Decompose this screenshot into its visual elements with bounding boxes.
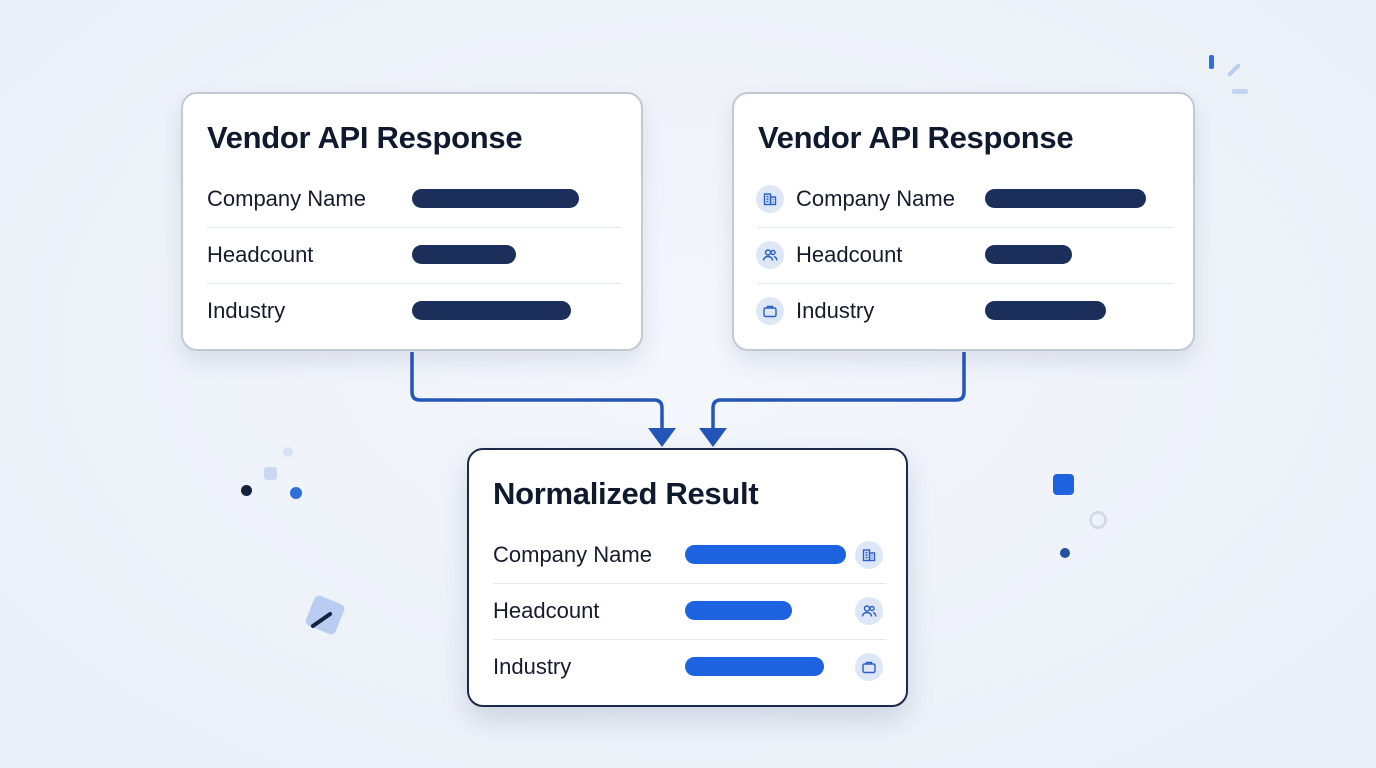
field-label: Industry xyxy=(796,298,875,323)
briefcase-icon xyxy=(855,653,883,681)
value-bar xyxy=(985,301,1106,320)
field-row-headcount: Headcount xyxy=(758,227,1172,284)
users-icon xyxy=(855,597,883,625)
value-bar xyxy=(412,301,571,320)
field-row-headcount: Headcount xyxy=(493,583,886,640)
decorative-shape xyxy=(1232,89,1248,94)
field-label: Industry xyxy=(207,298,286,323)
normalized-result-card: Normalized Result Company Name Headcount… xyxy=(467,448,908,707)
vendor-card-right: Vendor API Response Company Name Headcou… xyxy=(732,92,1195,351)
building-icon xyxy=(756,185,784,213)
arrowhead-left xyxy=(648,428,676,447)
field-label: Company Name xyxy=(796,186,955,211)
field-row-industry: Industry xyxy=(758,283,1172,339)
building-icon xyxy=(855,541,883,569)
connector-right xyxy=(711,352,966,432)
value-bar xyxy=(985,245,1072,264)
field-label: Company Name xyxy=(207,186,366,211)
value-bar xyxy=(685,657,824,676)
card-title: Normalized Result xyxy=(493,476,759,511)
users-icon xyxy=(756,241,784,269)
briefcase-icon xyxy=(756,297,784,325)
value-bar xyxy=(985,189,1146,208)
card-title: Vendor API Response xyxy=(758,120,1074,155)
decorative-shape xyxy=(264,467,277,480)
vendor-card-left: Vendor API Response Company Name Headcou… xyxy=(181,92,643,351)
field-row-industry: Industry xyxy=(493,639,886,695)
decorative-shape xyxy=(1060,548,1070,558)
field-row-headcount: Headcount xyxy=(207,227,621,284)
value-bar xyxy=(412,245,516,264)
field-label: Headcount xyxy=(207,242,314,267)
field-label: Company Name xyxy=(493,542,652,567)
value-bar xyxy=(685,545,846,564)
field-label: Headcount xyxy=(796,242,903,267)
decorative-shape xyxy=(1209,55,1214,69)
field-label: Industry xyxy=(493,654,572,679)
decorative-shape xyxy=(241,485,252,496)
card-title: Vendor API Response xyxy=(207,120,523,155)
value-bar xyxy=(685,601,792,620)
arrowhead-right xyxy=(699,428,727,447)
decorative-shape xyxy=(1089,511,1107,529)
field-row-company-name: Company Name xyxy=(493,527,886,584)
connector-left xyxy=(410,352,664,432)
field-row-company-name: Company Name xyxy=(207,171,621,228)
field-row-industry: Industry xyxy=(207,283,621,339)
field-row-company-name: Company Name xyxy=(758,171,1172,228)
decorative-shape xyxy=(1053,474,1074,495)
value-bar xyxy=(412,189,579,208)
decorative-shape xyxy=(290,487,302,499)
decorative-shape xyxy=(283,447,293,457)
field-label: Headcount xyxy=(493,598,600,623)
